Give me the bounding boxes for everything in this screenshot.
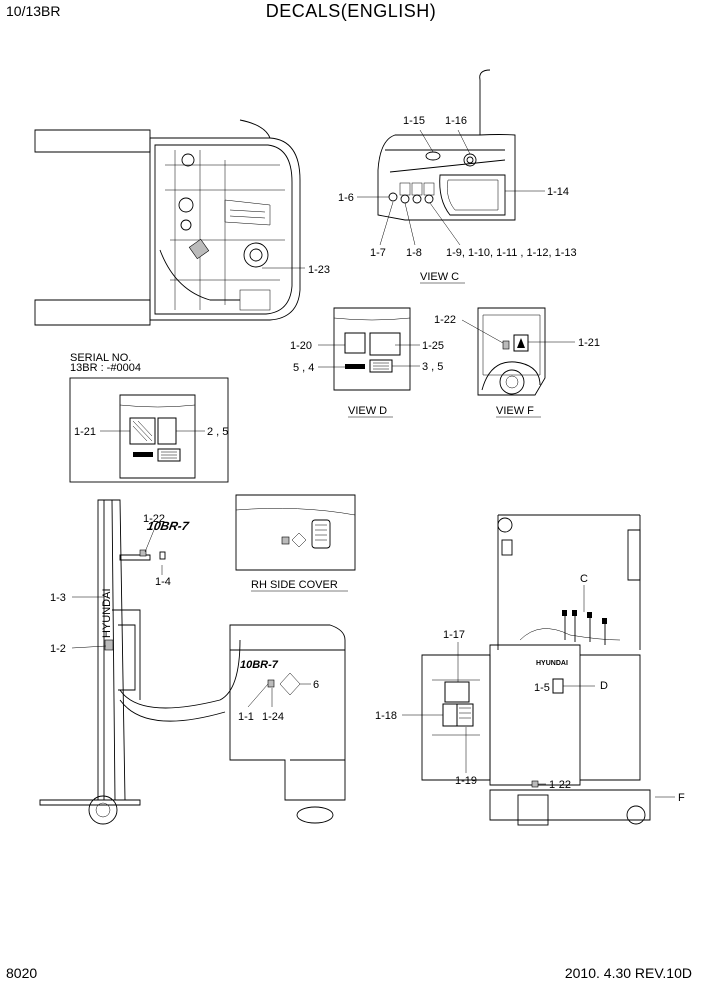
callout-1-22-side: 1-22	[143, 513, 165, 525]
callout-1-25: 1-25	[422, 340, 444, 352]
callout-1-4: 1-4	[155, 576, 171, 588]
callout-1-22-view-f: 1-22	[434, 314, 456, 326]
caption-rh-side-cover: RH SIDE COVER	[251, 579, 338, 591]
callout-1-6: 1-6	[338, 192, 354, 204]
caption-view-f: VIEW F	[496, 405, 534, 417]
callout-1-23: 1-23	[308, 264, 330, 276]
page-number: 8020	[6, 965, 38, 981]
callout-5-4: 5 , 4	[293, 362, 314, 374]
callout-1-3: 1-3	[50, 592, 66, 604]
callout-1-22-rear: 1-22	[549, 779, 571, 791]
callout-3-5: 3 , 5	[422, 361, 443, 373]
callout-1-15: 1-15	[403, 115, 425, 127]
callout-1-19: 1-19	[455, 775, 477, 787]
callout-d: D	[600, 680, 608, 692]
side-view-drawing: HYUNDAI 10BR-7 1-22 1-4 1-3 1-2 6 1-1 1-…	[39, 499, 346, 825]
caption-view-c: VIEW C	[420, 271, 459, 283]
serial-note-line2: 13BR : -#0004	[70, 362, 141, 374]
callout-1-9-13: 1-9, 1-10, 1-11 , 1-12, 1-13	[446, 247, 577, 259]
revision-date: 2010. 4.30 REV.10D	[564, 965, 692, 981]
callout-1-8: 1-8	[406, 247, 422, 259]
callout-6: 6	[313, 679, 319, 691]
callout-1-24: 1-24	[262, 711, 284, 723]
callout-2-5: 2 , 5	[207, 426, 228, 438]
callout-1-1: 1-1	[238, 711, 254, 723]
callout-1-14: 1-14	[547, 186, 569, 198]
view-f-drawing: 1-22 1-21 VIEW F	[434, 307, 600, 418]
callout-1-17: 1-17	[443, 629, 465, 641]
rh-side-cover-drawing: 10BR-7 RH SIDE COVER	[146, 494, 356, 592]
callout-1-18: 1-18	[375, 710, 397, 722]
model-decal-cover: 10BR-7	[146, 519, 191, 533]
view-c-drawing: 1-15 1-16 1-6 1-14 1-7 1-8 1-9, 1-10, 1-…	[338, 69, 577, 284]
mast-logo: HYUNDAI	[101, 588, 113, 638]
callout-1-16: 1-16	[445, 115, 467, 127]
callout-f: F	[678, 792, 685, 804]
callout-1-5: 1-5	[534, 682, 550, 694]
callout-1-21-serial: 1-21	[74, 426, 96, 438]
caption-view-d: VIEW D	[348, 405, 387, 417]
rear-logo: HYUNDAI	[536, 660, 568, 667]
serial-note-line1: SERIAL NO.	[70, 352, 131, 364]
callout-1-21-view-f: 1-21	[578, 337, 600, 349]
callout-1-20: 1-20	[290, 340, 312, 352]
callout-1-2: 1-2	[50, 643, 66, 655]
serial-note-drawing: SERIAL NO. 13BR : -#0004 1-21 2 , 5	[69, 352, 229, 483]
model-decal-side: 10BR-7	[240, 659, 279, 671]
view-d-drawing: 1-20 1-25 5 , 4 3 , 5 VIEW D	[290, 307, 444, 418]
rear-view-drawing: HYUNDAI C 1-17 1-5 D 1-18 1-19 1-22 F	[375, 514, 685, 826]
top-view-drawing: 1-23	[34, 119, 330, 326]
model-number: 10/13BR	[6, 3, 61, 19]
callout-c: C	[580, 573, 588, 585]
page-title: DECALS(ENGLISH)	[265, 1, 437, 21]
callout-1-7: 1-7	[370, 247, 386, 259]
